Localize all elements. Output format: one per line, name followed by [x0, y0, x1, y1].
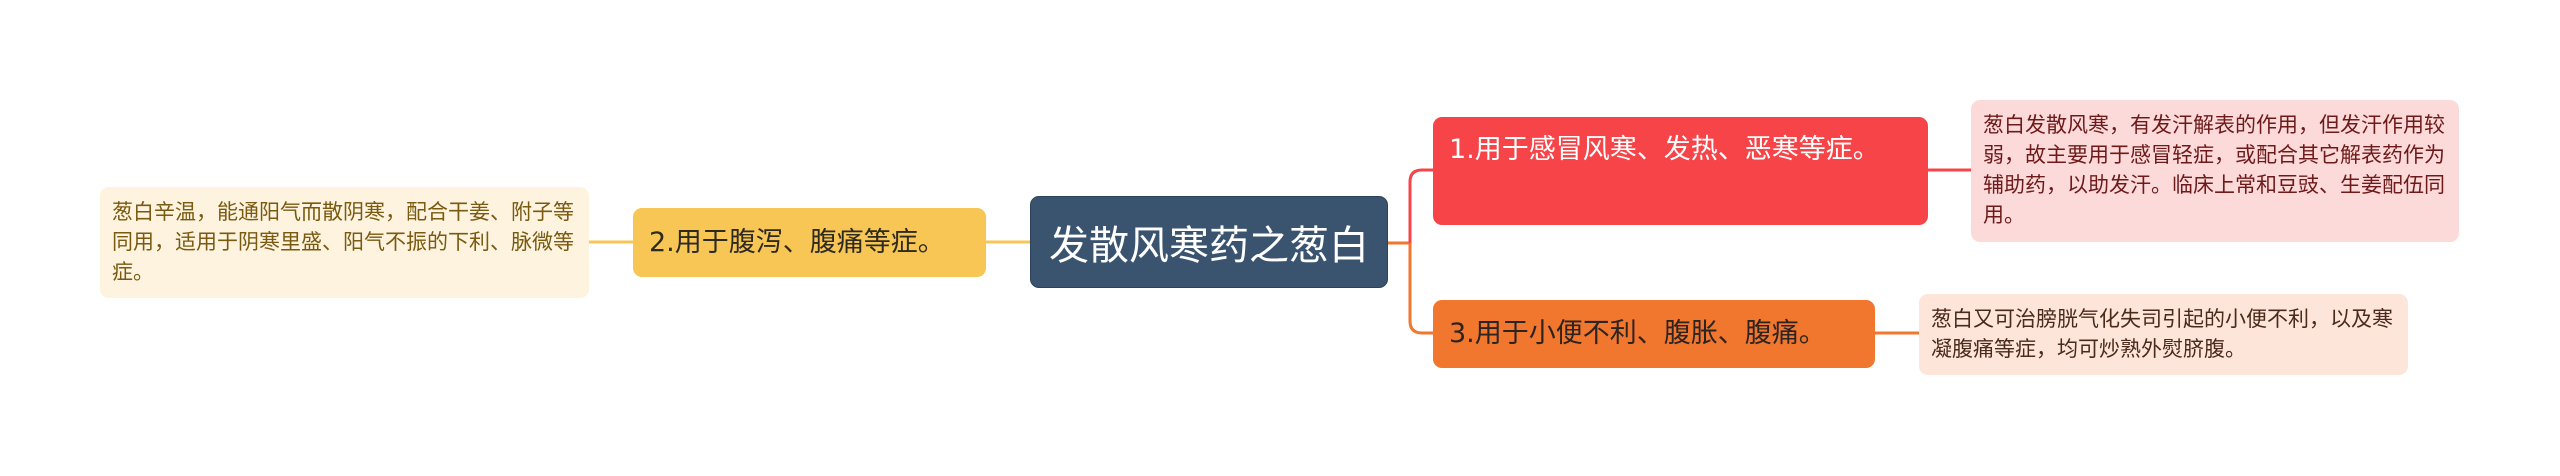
detail-topic-2-text: 葱白辛温，能通阳气而散阴寒，配合干姜、附子等同用，适用于阴寒里盛、阳气不振的下利… — [112, 200, 574, 284]
branch-topic-2-label: 2.用于腹泻、腹痛等症。 — [649, 226, 945, 258]
detail-topic-1[interactable]: 葱白发散风寒，有发汗解表的作用，但发汗作用较弱，故主要用于感冒轻症，或配合其它解… — [1971, 100, 2459, 242]
branch-topic-1[interactable]: 1.用于感冒风寒、发热、恶寒等症。 — [1433, 117, 1928, 225]
connector-trunk-branch1 — [1408, 168, 1433, 243]
detail-topic-3-text: 葱白又可治膀胱气化失司引起的小便不利，以及寒凝腹痛等症，均可炒熟外熨脐腹。 — [1931, 307, 2393, 361]
connector-trunk-branch3 — [1408, 243, 1433, 335]
detail-topic-2[interactable]: 葱白辛温，能通阳气而散阴寒，配合干姜、附子等同用，适用于阴寒里盛、阳气不振的下利… — [100, 187, 589, 298]
branch-topic-3-label: 3.用于小便不利、腹胀、腹痛。 — [1449, 318, 1826, 349]
root-topic-label: 发散风寒药之葱白 — [1049, 223, 1369, 269]
root-topic[interactable]: 发散风寒药之葱白 — [1030, 196, 1388, 288]
branch-topic-2[interactable]: 2.用于腹泻、腹痛等症。 — [633, 208, 986, 277]
branch-topic-3[interactable]: 3.用于小便不利、腹胀、腹痛。 — [1433, 300, 1875, 368]
detail-topic-3[interactable]: 葱白又可治膀胱气化失司引起的小便不利，以及寒凝腹痛等症，均可炒熟外熨脐腹。 — [1919, 294, 2408, 375]
branch-topic-1-label: 1.用于感冒风寒、发热、恶寒等症。 — [1449, 134, 1880, 165]
detail-topic-1-text: 葱白发散风寒，有发汗解表的作用，但发汗作用较弱，故主要用于感冒轻症，或配合其它解… — [1983, 113, 2445, 227]
